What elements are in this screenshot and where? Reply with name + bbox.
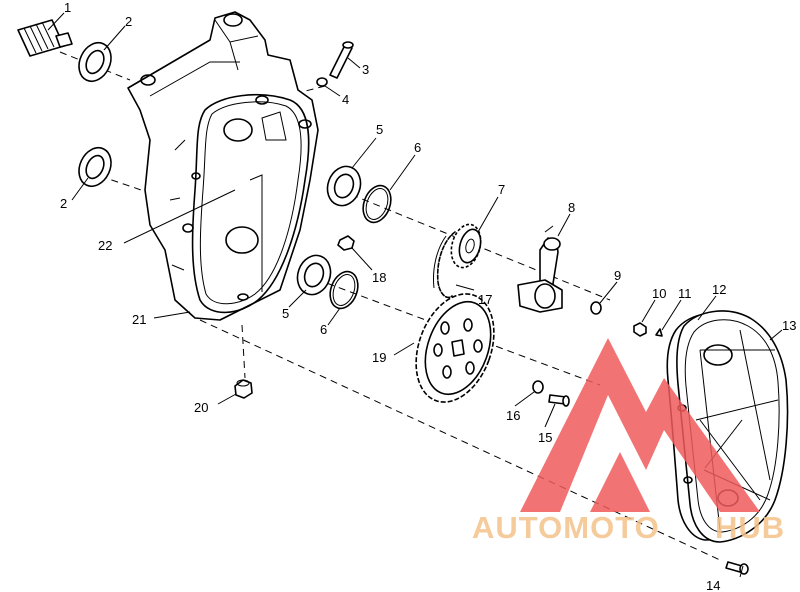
washer-tensioner [590, 301, 602, 315]
chaincase-housing [127, 11, 319, 321]
callout-12: 12 [712, 282, 726, 297]
callout-5-upper: 5 [376, 122, 383, 137]
nut-small [337, 235, 355, 251]
drain-plug [234, 379, 253, 399]
callout-1: 1 [64, 0, 71, 15]
callout-15: 15 [538, 430, 552, 445]
snap-ring-lower [329, 270, 359, 310]
bolt-upper [329, 41, 354, 79]
washer-lower [532, 380, 544, 394]
callout-14: 14 [706, 578, 720, 592]
pin [655, 328, 663, 337]
washer-upper [316, 77, 328, 87]
sprocket-large [415, 293, 495, 403]
callout-2-lower: 2 [60, 196, 67, 211]
callout-labels: 1 2 2 3 4 5 5 6 6 7 8 9 10 11 12 13 14 1… [60, 0, 796, 592]
callout-5-lower: 5 [282, 306, 289, 321]
callout-22: 22 [98, 238, 112, 253]
callout-6-upper: 6 [414, 140, 421, 155]
callout-13: 13 [782, 318, 796, 333]
callout-3: 3 [362, 62, 369, 77]
oil-seal-lower [78, 146, 112, 188]
drive-chain [433, 231, 456, 299]
bearing-lower [296, 254, 332, 296]
callout-10: 10 [652, 286, 666, 301]
splined-shaft [17, 19, 73, 57]
callout-21: 21 [132, 312, 146, 327]
watermark-logo-triangles [520, 338, 760, 512]
callout-19: 19 [372, 350, 386, 365]
nut-tensioner [633, 322, 647, 337]
watermark-text-automoto: AUTOMOTO [472, 510, 660, 545]
leader-lines [47, 12, 783, 578]
callout-11: 11 [678, 286, 692, 301]
watermark-text-hub: HUB [715, 510, 785, 545]
callout-18: 18 [372, 270, 386, 285]
chain-tensioner [517, 225, 563, 313]
callout-7: 7 [498, 182, 505, 197]
callout-8: 8 [568, 200, 575, 215]
cover-bolt [725, 561, 749, 575]
snap-ring-upper [362, 184, 392, 224]
callout-4: 4 [342, 92, 349, 107]
automotohub-watermark: AUTOMOTO HUB [472, 338, 785, 545]
callout-2-upper: 2 [125, 14, 132, 29]
callout-16: 16 [506, 408, 520, 423]
sprocket-upper [450, 223, 482, 269]
oil-seal-upper [78, 41, 112, 83]
callout-17: 17 [478, 292, 492, 307]
callout-6-lower: 6 [320, 322, 327, 337]
bearing-upper [326, 165, 362, 207]
callout-9: 9 [614, 268, 621, 283]
callout-20: 20 [194, 400, 208, 415]
bolt-lower [548, 394, 570, 407]
